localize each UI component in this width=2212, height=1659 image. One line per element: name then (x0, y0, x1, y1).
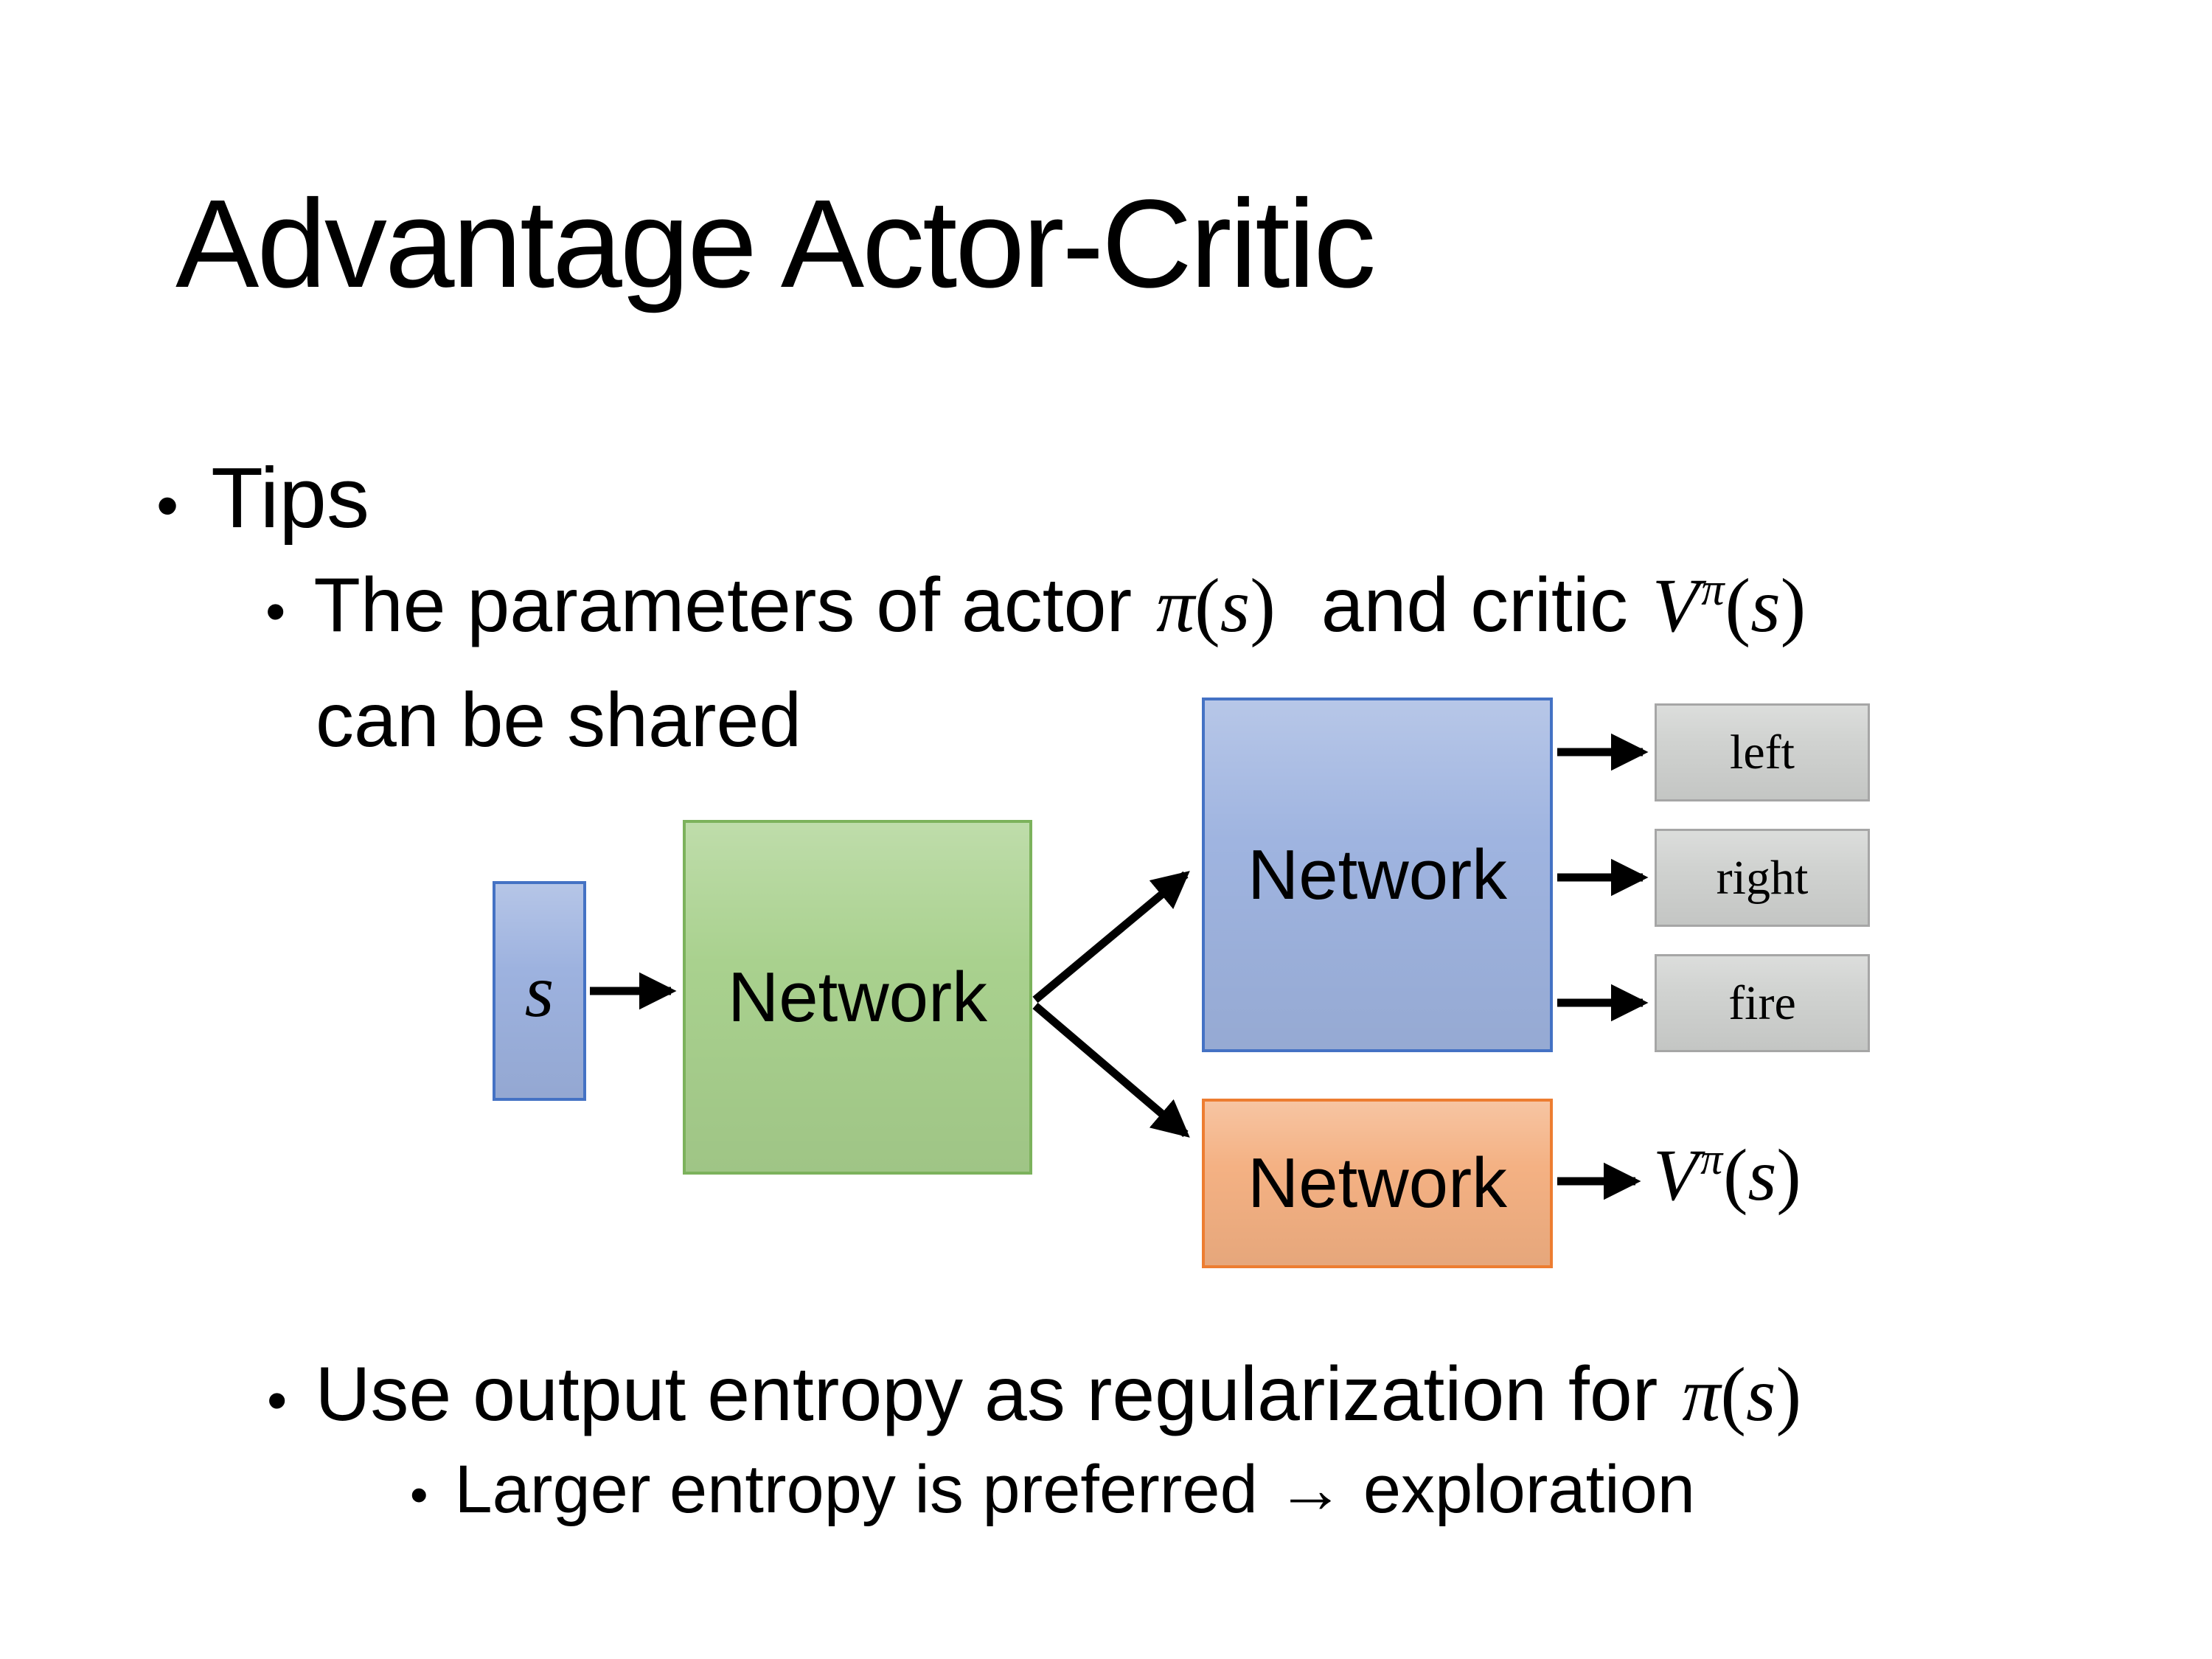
arrow-shared-to-actor-network (1032, 871, 1190, 1004)
bullet-icon: • (267, 1368, 288, 1433)
tips-label: Tips (211, 450, 369, 546)
bullet-entropy-regularization: • Use output entropy as regularization f… (267, 1351, 1804, 1439)
math-pi-s: π(s) (1682, 1352, 1802, 1437)
bullet-icon: • (156, 470, 179, 541)
action-right-label: right (1716, 850, 1809, 905)
bullet-parameters-shared: • The parameters of actor π(s) and criti… (265, 562, 1809, 650)
slide-title: Advantage Actor-Critic (175, 174, 1376, 314)
action-fire-label: fire (1728, 975, 1796, 1030)
arrow-shared-to-critic-network (1032, 1002, 1190, 1138)
state-label: s (524, 949, 554, 1033)
math-v-pi-s: Vπ(s) (1652, 563, 1806, 648)
line1-continuation: can be shared (316, 678, 802, 763)
line2-text: Use output entropy as regularization for… (315, 1351, 1804, 1439)
actor-network-label: Network (1247, 835, 1508, 914)
action-box-right: right (1655, 829, 1870, 927)
bullet-icon: • (265, 579, 286, 644)
action-box-left: left (1655, 703, 1870, 801)
line1-text: The parameters of actor π(s) and critic … (313, 562, 1809, 650)
line1-mid: and critic (1278, 563, 1649, 648)
bullet-tips: • Tips (156, 448, 369, 547)
line1-pre: The parameters of actor (313, 563, 1154, 648)
action-left-label: left (1730, 725, 1795, 779)
critic-network-label: Network (1247, 1144, 1508, 1222)
shared-network-box: Network (683, 820, 1032, 1175)
shared-network-label: Network (727, 957, 988, 1037)
line3-text: Larger entropy is preferred → exploratio… (454, 1452, 1695, 1527)
action-box-fire: fire (1655, 954, 1870, 1052)
line2-pre: Use output entropy as regularization for (315, 1352, 1680, 1437)
value-output-label: Vπ(s) (1653, 1134, 1801, 1216)
bullet-larger-entropy: • Larger entropy is preferred → explorat… (410, 1451, 1695, 1528)
bullet-icon: • (410, 1466, 428, 1523)
state-box: s (493, 881, 586, 1101)
critic-network-box: Network (1202, 1099, 1553, 1268)
math-pi-s: π(s) (1156, 563, 1276, 648)
actor-network-box: Network (1202, 698, 1553, 1052)
